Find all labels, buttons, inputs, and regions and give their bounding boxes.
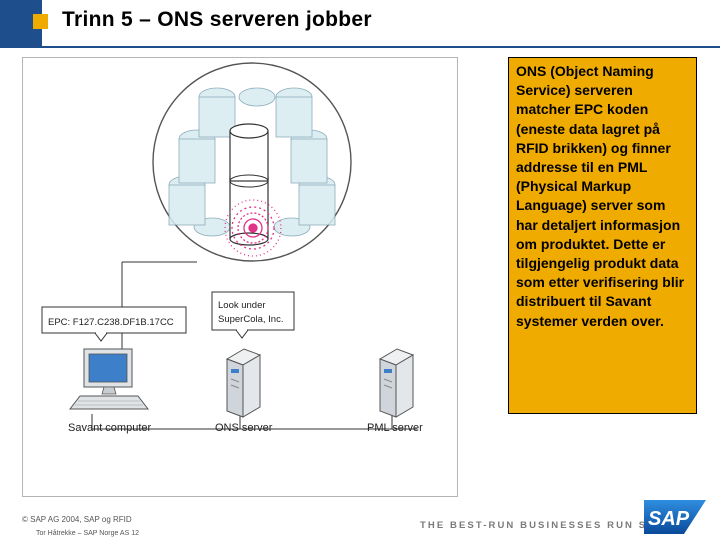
network-lines (91, 261, 417, 430)
ons-speech-bubble: Look under SuperCola, Inc. (211, 291, 295, 339)
pml-server-icon (378, 348, 415, 418)
header-bar: Trinn 5 – ONS serveren jobber (0, 0, 720, 46)
footer-author: Tor Håtrekke – SAP Norge AS 12 (36, 530, 139, 537)
header-orange-square (33, 14, 48, 29)
node-label-pml: PML server (367, 422, 423, 434)
header-divider (0, 46, 720, 48)
footer-tagline: THE BEST-RUN BUSINESSES RUN SAP (420, 520, 665, 531)
svg-text:SAP: SAP (648, 508, 690, 530)
rfid-signal-icon (224, 199, 282, 257)
node-label-ons: ONS server (215, 422, 273, 434)
epc-label-box: EPC: F127.C238.DF1B.17CC (41, 306, 187, 342)
ons-server-icon (225, 348, 262, 418)
ons-diagram: EPC: F127.C238.DF1B.17CC Look under Supe… (41, 62, 423, 434)
epc-label: EPC: F127.C238.DF1B.17CC (48, 317, 174, 328)
magnifier-circle (152, 62, 352, 262)
node-label-savant: Savant computer (68, 422, 151, 434)
slide-title: Trinn 5 – ONS serveren jobber (62, 8, 372, 31)
savant-computer-icon (68, 348, 150, 410)
description-text: ONS (Object Naming Service) serveren mat… (516, 63, 685, 329)
bubble-line-2: SuperCola, Inc. (218, 314, 283, 325)
bubble-line-1: Look under (218, 300, 266, 311)
footer-copyright: © SAP AG 2004, SAP og RFID (22, 515, 132, 524)
sap-logo: SAP (644, 500, 706, 534)
description-box: ONS (Object Naming Service) serveren mat… (508, 57, 697, 414)
